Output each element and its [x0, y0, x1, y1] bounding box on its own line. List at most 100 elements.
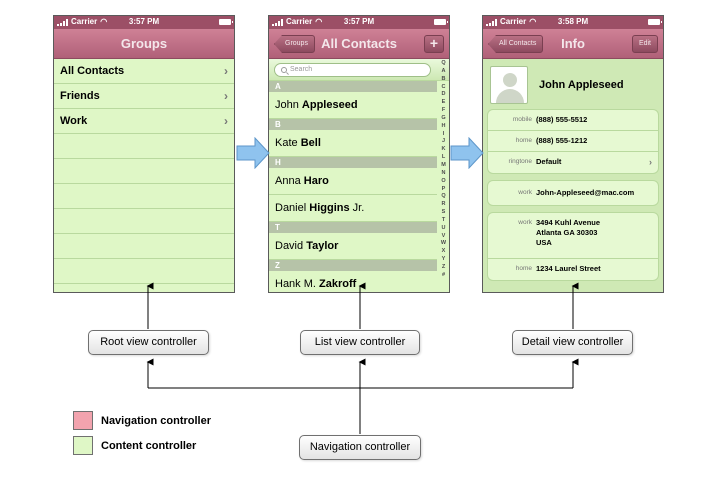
phone-card: mobile(888) 555-5512 home(888) 555-1212 …: [487, 109, 659, 174]
index-letter[interactable]: T: [441, 216, 446, 223]
email-card: work John-Appleseed@mac.com: [487, 180, 659, 206]
contact-suffix: Jr.: [352, 202, 365, 214]
add-contact-button[interactable]: +: [423, 35, 444, 53]
list-view-controller-box: List view controller: [300, 330, 420, 355]
index-letter[interactable]: E: [441, 99, 446, 106]
index-letter[interactable]: D: [441, 91, 446, 98]
index-letter[interactable]: C: [441, 83, 446, 90]
contact-last-name: Higgins: [309, 202, 350, 214]
index-letter[interactable]: H: [441, 122, 446, 129]
index-letter[interactable]: P: [441, 185, 446, 192]
index-letter[interactable]: R: [441, 201, 446, 208]
index-letter[interactable]: J: [441, 138, 446, 145]
nav-title: Groups: [120, 36, 168, 51]
section-header: T: [269, 222, 437, 233]
contact-first-name: David: [275, 240, 304, 252]
address-row-home[interactable]: home 1234 Laurel Street: [488, 259, 658, 280]
edit-button[interactable]: Edit: [631, 35, 658, 53]
contact-row[interactable]: Daniel Higgins Jr.: [269, 195, 437, 222]
field-value: (888) 555-5512: [536, 115, 588, 124]
legend-label: Content controller: [101, 439, 197, 452]
search-input[interactable]: Search: [274, 63, 431, 77]
section-header: B: [269, 119, 437, 130]
person-header: John Appleseed: [487, 59, 659, 109]
field-value: John-Appleseed@mac.com: [536, 188, 635, 197]
index-letter[interactable]: V: [441, 232, 446, 239]
index-letter[interactable]: I: [442, 130, 445, 137]
phone-row-mobile[interactable]: mobile (888) 555-5512: [488, 110, 658, 131]
legend-content-controller: Content controller: [73, 436, 196, 455]
signal-icon: [57, 18, 68, 26]
navigation-bar: All Contacts Info Edit: [483, 29, 663, 59]
index-letter[interactable]: G: [441, 114, 446, 121]
group-row-label: All Contacts: [60, 65, 125, 77]
contact-last-name: Haro: [303, 175, 329, 187]
index-letter[interactable]: N: [441, 169, 446, 176]
index-letter[interactable]: Y: [441, 256, 446, 263]
address-row-work[interactable]: work 3494 Kuhl Avenue Atlanta GA 30303 U…: [488, 213, 658, 259]
email-row-work[interactable]: work John-Appleseed@mac.com: [488, 181, 658, 205]
legend-swatch-content: [73, 436, 93, 455]
index-letter[interactable]: M: [441, 161, 446, 168]
group-row-all-contacts[interactable]: All Contacts›: [54, 59, 234, 84]
chevron-right-icon: ›: [224, 89, 228, 103]
field-label: home: [515, 265, 532, 272]
index-letter[interactable]: O: [441, 177, 446, 184]
field-value: (888) 555-1212: [536, 136, 588, 145]
chevron-right-icon: ›: [649, 157, 652, 167]
navigation-bar: Groups All Contacts +: [269, 29, 449, 59]
contact-row[interactable]: Anna Haro: [269, 168, 437, 195]
contact-row[interactable]: Hank M. Zakroff: [269, 271, 437, 292]
back-button-all-contacts[interactable]: All Contacts: [488, 35, 544, 53]
field-label: mobile: [512, 116, 532, 123]
section-header: A: [269, 81, 437, 92]
index-letter[interactable]: K: [441, 146, 446, 153]
index-letter[interactable]: B: [441, 75, 446, 82]
status-time: 3:58 PM: [557, 17, 589, 26]
carrier-label: Carrier: [500, 17, 527, 26]
index-letter[interactable]: Q: [441, 193, 446, 200]
back-button-groups[interactable]: Groups: [274, 35, 315, 53]
address-line: Atlanta GA 30303: [536, 228, 598, 237]
empty-row: [54, 234, 234, 259]
index-letter[interactable]: X: [441, 248, 446, 255]
field-label: work: [518, 189, 532, 196]
field-value: 1234 Laurel Street: [536, 264, 601, 273]
contact-row[interactable]: John Appleseed: [269, 92, 437, 119]
empty-row: [54, 159, 234, 184]
index-letter[interactable]: Z: [441, 263, 446, 270]
index-letter[interactable]: W: [440, 240, 447, 247]
index-letter[interactable]: #: [441, 271, 446, 278]
index-letter[interactable]: F: [441, 107, 446, 114]
index-letter[interactable]: L: [441, 154, 446, 161]
contact-row[interactable]: Kate Bell: [269, 130, 437, 157]
transition-arrow-list-to-detail: [450, 137, 484, 169]
index-letter[interactable]: S: [441, 209, 446, 216]
empty-row: [54, 259, 234, 284]
group-row-work[interactable]: Work›: [54, 109, 234, 134]
address-card: work 3494 Kuhl Avenue Atlanta GA 30303 U…: [487, 212, 659, 281]
wifi-icon: ◠: [529, 17, 537, 26]
contact-last-name: Taylor: [306, 240, 339, 252]
avatar[interactable]: [490, 66, 528, 104]
phone-row-home[interactable]: home (888) 555-1212: [488, 131, 658, 152]
nav-title: Info: [561, 36, 585, 51]
wifi-icon: ◠: [315, 17, 323, 26]
contact-first-name: John: [275, 99, 299, 111]
battery-icon: [219, 19, 233, 25]
address-line: USA: [536, 238, 552, 247]
contact-row[interactable]: David Taylor: [269, 233, 437, 260]
index-letter[interactable]: A: [441, 67, 446, 74]
field-label: home: [515, 137, 532, 144]
index-letter[interactable]: Q: [441, 60, 446, 66]
index-letter[interactable]: U: [441, 224, 446, 231]
root-view-screen: Carrier◠ 3:57 PM Groups All Contacts› Fr…: [53, 15, 235, 293]
signal-icon: [272, 18, 283, 26]
section-header: H: [269, 157, 437, 168]
carrier-label: Carrier: [71, 17, 98, 26]
group-row-friends[interactable]: Friends›: [54, 84, 234, 109]
contact-first-name: Hank M.: [275, 278, 316, 290]
